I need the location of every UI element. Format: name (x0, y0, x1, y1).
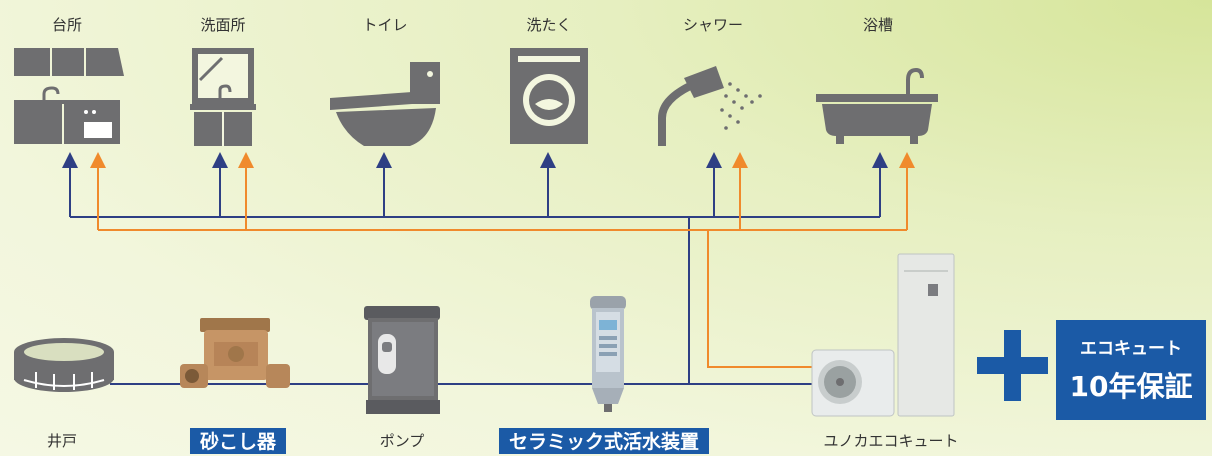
equipment-label-ecocute: ユノカエコキュート (823, 432, 959, 450)
shower-icon (658, 66, 762, 146)
cold-water-pipes (62, 152, 888, 385)
bathtub-icon (816, 67, 938, 144)
fixture-label-kitchen: 台所 (51, 16, 83, 34)
fixture-label-bathtub: 浴槽 (862, 16, 894, 34)
pump-icon (364, 306, 440, 414)
equipment-label-well: 井戸 (46, 432, 78, 450)
equipment-label-pump: ポンプ (379, 432, 425, 450)
toilet-icon (330, 62, 440, 146)
fixture-label-washroom: 洗面所 (200, 16, 246, 34)
washing-machine-icon (510, 48, 588, 144)
sand-filter-icon (180, 318, 290, 388)
hot-water-pipes (90, 152, 915, 368)
equipment-label-ceramic: セラミック式活水装置 (498, 428, 710, 454)
ecocute-icon (811, 253, 955, 417)
equipment-label-sand-filter: 砂こし器 (189, 428, 287, 454)
kitchen-icon (14, 48, 124, 144)
warranty-badge: エコキュート 10年保証 (1056, 320, 1206, 420)
ceramic-water-activator-icon (590, 296, 626, 412)
fixture-label-toilet: トイレ (362, 16, 408, 34)
fixture-label-shower: シャワー (682, 16, 744, 34)
well-icon (14, 338, 114, 392)
washbasin-icon (190, 48, 256, 146)
warranty-line2: 10年保証 (1069, 370, 1193, 403)
fixture-label-laundry: 洗たく (526, 16, 572, 34)
warranty-line1: エコキュート (1080, 339, 1182, 359)
plus-icon (977, 330, 1048, 401)
